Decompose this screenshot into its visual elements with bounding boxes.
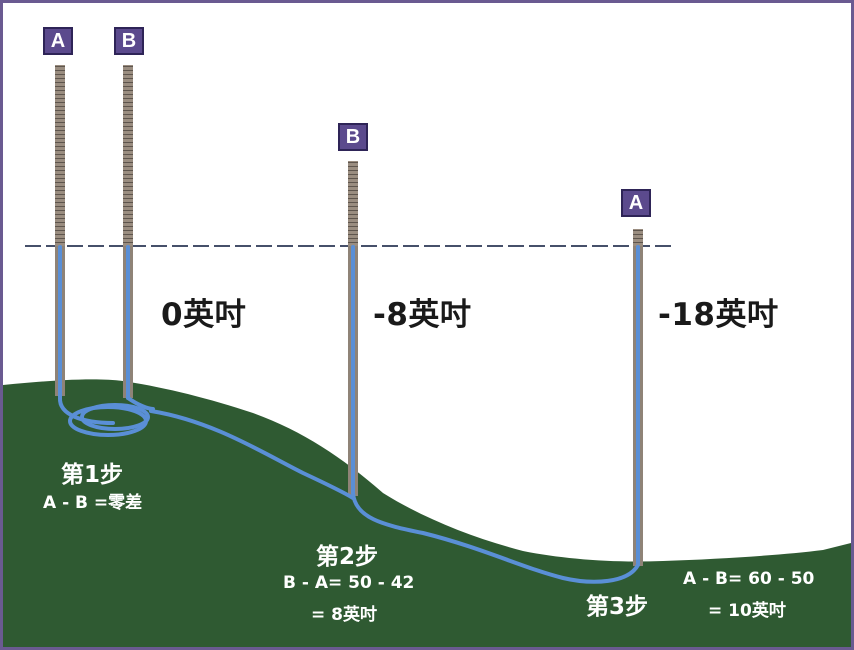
step1-formula: A - B =零差 <box>43 493 143 513</box>
stick-a-step3 <box>633 229 643 247</box>
diagram-graphic <box>3 65 851 647</box>
step3-title: 第3步 <box>586 594 649 620</box>
step2-result: = 8英吋 <box>311 605 377 625</box>
badge-a-step1: A <box>43 27 73 55</box>
water-hose <box>58 245 640 584</box>
level-step1: 0英吋 <box>161 297 247 333</box>
stick-b-step1 <box>123 65 133 247</box>
step2-formula: B - A= 50 - 42 <box>283 573 415 593</box>
level-step3: -18英吋 <box>658 297 779 333</box>
step3-result: = 10英吋 <box>708 601 786 621</box>
step1-title: 第1步 <box>61 462 124 488</box>
level-step2: -8英吋 <box>373 297 472 333</box>
step2-title: 第2步 <box>316 544 379 570</box>
stick-a-step1 <box>55 65 65 247</box>
stick-b-step2 <box>348 161 358 247</box>
step3-formula: A - B= 60 - 50 <box>683 569 815 589</box>
badge-b-step2: B <box>338 123 368 151</box>
badge-b-step1: B <box>114 27 144 55</box>
ground <box>3 379 851 647</box>
badge-a-step3: A <box>621 189 651 217</box>
